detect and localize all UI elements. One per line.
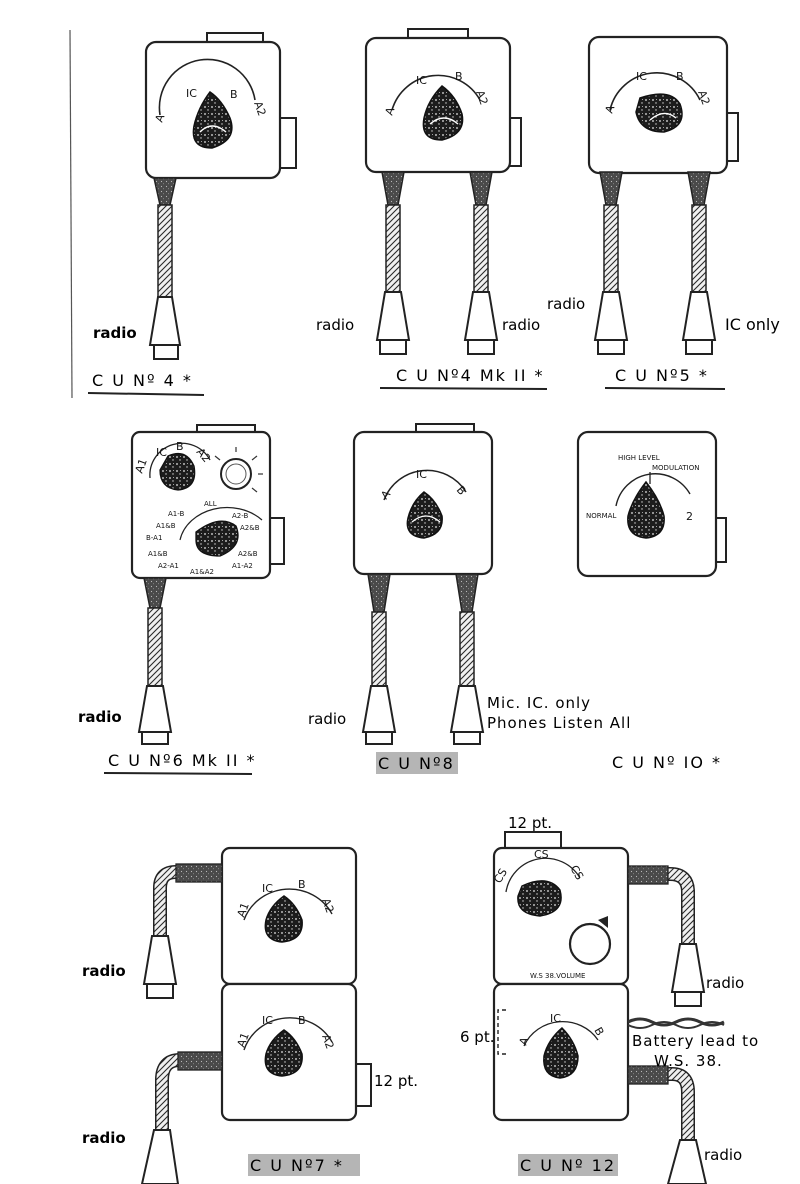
cu12-top-cs-left: CS [491,866,510,885]
cu6-dial-ic: IC [156,446,167,459]
cu8-caption: C U Nº8 [376,752,458,774]
cu7-top-b: B [298,878,306,891]
svg-text:C U Nº8: C U Nº8 [378,754,455,773]
cu7-top-ic: IC [262,882,273,895]
cu6-dial2-a1andb: A1&B [148,550,168,558]
cu5-radio-label: radio [547,295,585,313]
cu12-radio-bottom: radio [704,1146,742,1164]
cu8-phones-label: Phones Listen All [487,714,631,732]
cu4-dial-label-ic: IC [186,87,197,100]
cu6mk2-unit: A1 IC B A2 ALL A1-B A1&B B-A1 A1&B A2-A1… [130,424,285,745]
cu6mk2-caption: C U Nº6 Mk II * [103,751,257,775]
cu4mk2-caption: C U Nº4 Mk II * [379,366,548,390]
svg-text:C U Nº6 Mk II *: C U Nº6 Mk II * [108,751,257,770]
cu6-dial2-a1anda2: A1&A2 [190,568,214,576]
cu4mk2-dial-label-a: A [383,105,398,117]
cu12-top-cs-right: CS [567,863,586,882]
cu6-dial2-a2andb-low: A2&B [238,550,258,558]
cu6-dial2-a2andb: A2&B [240,524,260,532]
cu4mk2-unit: A IC B A2 [364,28,522,355]
svg-text:C U Nº IO *: C U Nº IO * [612,753,722,772]
cu6-dial2-all: ALL [204,500,217,508]
cu10-high-level-label: HIGH LEVEL [618,454,660,462]
cu6-dial2-a1b-top: A1-B [168,510,185,518]
cu4mk2-dial-label-ic: IC [416,74,427,87]
cu12-top-cs-mid: CS [534,848,549,861]
svg-text:C U Nº7 *: C U Nº7 * [250,1156,344,1175]
cu6-dial-a1: A1 [133,457,150,475]
cu10-caption: C U Nº IO * [612,753,722,772]
cu12-12pt-label: 12 pt. [508,814,552,832]
cu5-ic-only-label: IC only [725,315,780,334]
cu10-normal-label: NORMAL [586,512,616,520]
cu4mk2-dial-label-b: B [455,70,463,83]
cu5-unit: A IC B A2 [587,35,739,355]
cu10-two-label: 2 [686,510,693,523]
cu4mk2-dial-label-a2: A2 [473,89,490,107]
cu12-radio-top: radio [706,974,744,992]
cu6-radio-label: radio [78,708,122,726]
cu8-radio-label: radio [308,710,346,728]
cu8-unit: A IC B [352,423,494,745]
cu5-dial-label-ic: IC [636,70,647,83]
cu6-dial2-a2-a1: A2-A1 [158,562,179,570]
cu7-12pt-label: 12 pt. [374,1072,418,1090]
cu10-modulation-label: MODULATION [652,464,699,472]
cu4mk2-radio-right: radio [502,316,540,334]
cu8-dial-ic: IC [416,468,427,481]
cu7-bot-a1: A1 [235,1031,252,1049]
cu7-radio-bottom: radio [82,1129,126,1147]
cu12-volume-label: W.S 38.VOLUME [530,972,585,980]
cu7-top-a1: A1 [235,901,252,919]
cu4-dial-label-a2: A2 [251,100,268,118]
cu7-bot-a2: A2 [319,1033,336,1051]
cu12-unit: CS CS CS A IC B W.S 38.VOLUME [491,831,725,1184]
cu6-dial2-a1andb-top: A1&B [156,522,176,530]
cu12-battery-label: Battery lead to [632,1032,759,1050]
svg-text:C U Nº 4 *: C U Nº 4 * [92,371,193,390]
cu7-radio-top: radio [82,962,126,980]
svg-text:C U Nº5 *: C U Nº5 * [615,366,709,385]
svg-text:C U Nº4 Mk II *: C U Nº4 Mk II * [396,366,545,385]
cu7-bot-b: B [298,1014,306,1027]
cu4-radio-label: radio [93,324,137,342]
cu6-dial2-b-a1: B-A1 [146,534,162,542]
svg-text:C U Nº 12: C U Nº 12 [520,1156,616,1175]
cu7-top-a2: A2 [319,897,336,915]
cu4-dial-label-a: A [153,112,168,124]
cu4-unit: A IC B A2 [144,32,297,360]
cu4mk2-radio-left: radio [316,316,354,334]
cu7-bot-ic: IC [262,1014,273,1027]
cu8-mic-label: Mic. IC. only [487,694,591,712]
cu5-caption: C U Nº5 * [604,366,726,390]
cu12-caption: C U Nº 12 [518,1154,618,1176]
cu5-dial-label-b: B [676,70,684,83]
cu12-ws38-label: W.S. 38. [654,1052,723,1070]
cu12-6pt-label: 6 pt. [460,1028,494,1046]
cu7-caption: C U Nº7 * [248,1154,360,1176]
page-edge-line [69,29,73,399]
cu12-bot-ic: IC [550,1012,561,1025]
cu7-unit: A1 IC B A2 A1 IC B A2 [140,846,372,1184]
cu10-unit: HIGH LEVEL MODULATION NORMAL 2 [576,430,727,578]
cu6-dial2-a1-a2: A1-A2 [232,562,253,570]
cu4-caption: C U Nº 4 * [87,371,205,396]
cu4-dial-label-b: B [230,88,238,101]
cu6-dial2-a2-b: A2-B [232,512,249,520]
cu6-dial-b: B [176,440,184,453]
cu12-bot-a: A [517,1035,532,1047]
cu5-dial-label-a2: A2 [695,89,712,107]
cu5-dial-label-a: A [603,103,618,115]
